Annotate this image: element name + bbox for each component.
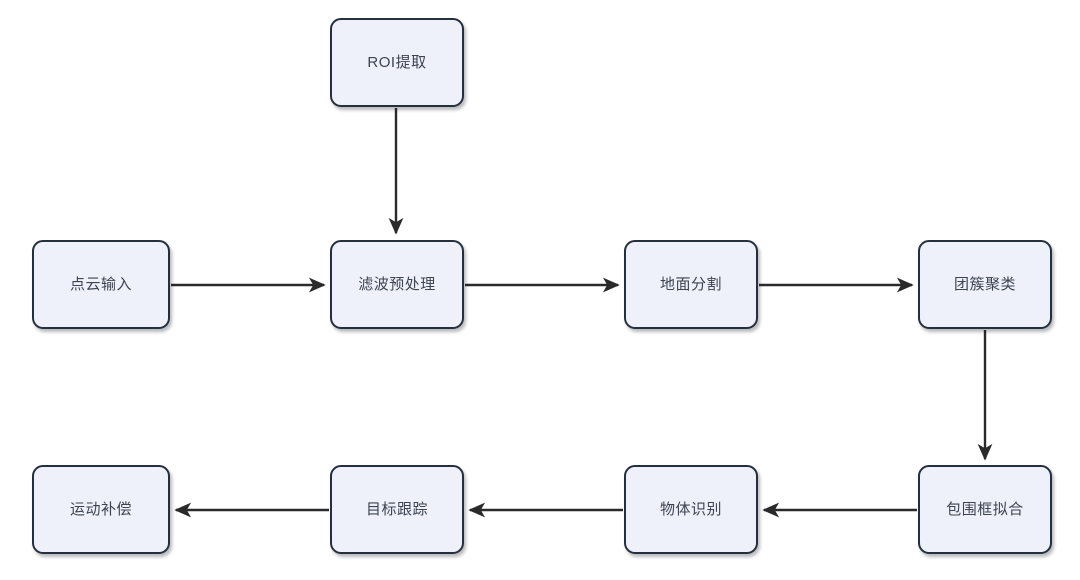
node-filter-preprocess[interactable]: 滤波预处理 [330,240,464,329]
node-label-point-cloud-input: 点云输入 [69,275,132,293]
node-label-bounding-box-fitting: 包围框拟合 [946,500,1024,518]
node-ground-segmentation[interactable]: 地面分割 [624,240,758,329]
node-roi[interactable]: ROI提取 [330,18,464,107]
node-label-roi: ROI提取 [367,53,427,71]
node-label-object-recognition: 物体识别 [659,500,722,518]
node-label-ground-segmentation: 地面分割 [659,275,722,293]
node-label-motion-compensation: 运动补偿 [69,500,132,518]
node-cluster[interactable]: 团簇聚类 [918,240,1052,329]
node-point-cloud-input[interactable]: 点云输入 [32,240,170,329]
node-target-tracking[interactable]: 目标跟踪 [330,465,464,554]
node-motion-compensation[interactable]: 运动补偿 [32,465,170,554]
node-label-target-tracking: 目标跟踪 [365,500,428,518]
node-object-recognition[interactable]: 物体识别 [624,465,758,554]
node-label-filter-preprocess: 滤波预处理 [358,275,436,293]
node-bounding-box-fitting[interactable]: 包围框拟合 [918,465,1052,554]
node-label-cluster: 团簇聚类 [953,275,1016,293]
